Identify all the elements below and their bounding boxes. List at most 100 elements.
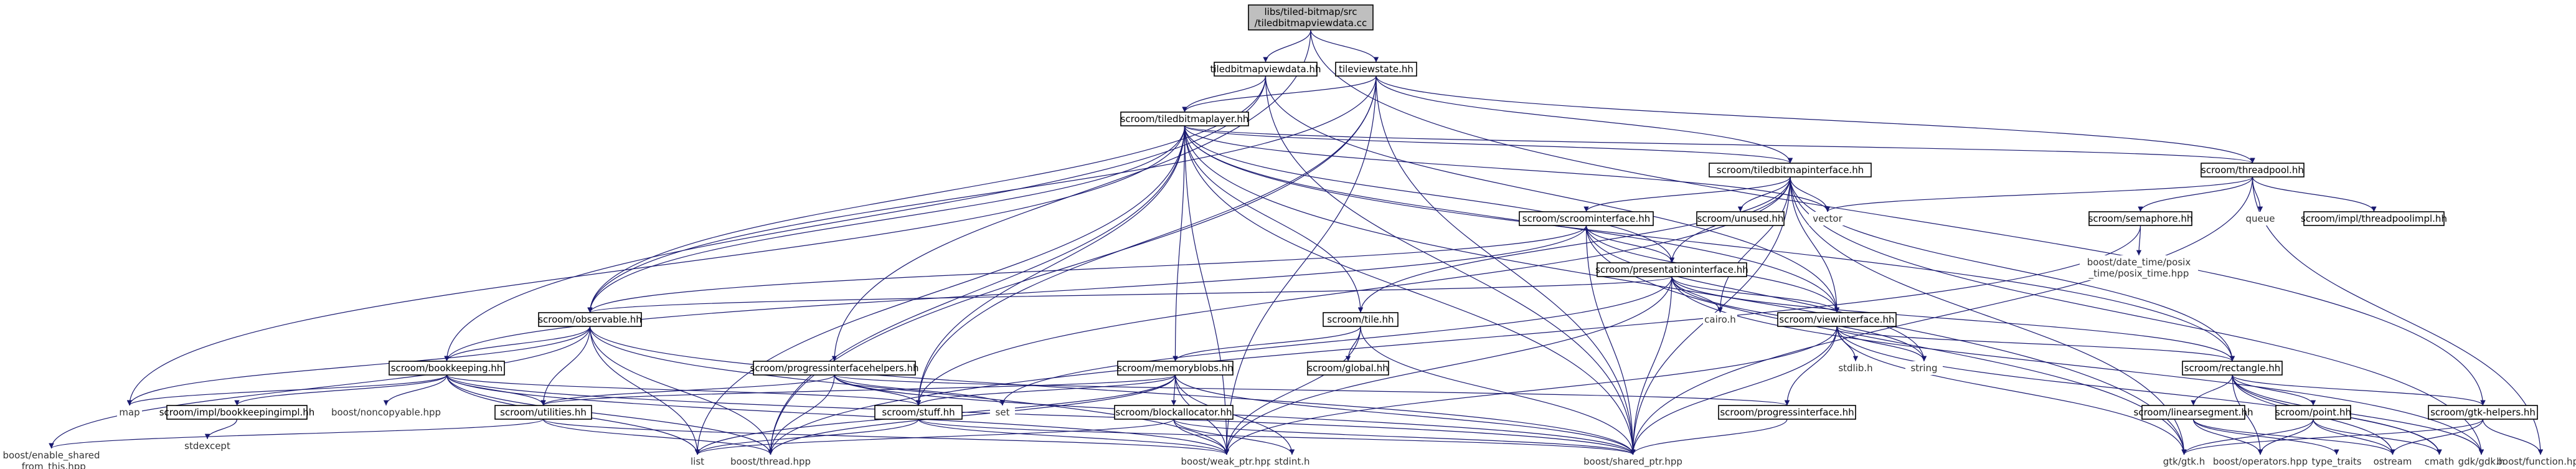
node-label: scroom/linearsegment.hh — [2134, 407, 2253, 418]
edge-rect-to-pt — [2232, 374, 2316, 406]
edge-si-to-bk — [444, 225, 1587, 362]
edge-pih-to-pif — [834, 374, 1790, 406]
edge-vi-to-gtkgtk — [1836, 326, 2187, 455]
node-label: vector — [1813, 213, 1842, 224]
node-label: queue — [2246, 213, 2275, 224]
edge-pi-to-bshared — [1630, 276, 1673, 455]
node-pih: scroom/progressinterfacehelpers.hh — [750, 361, 919, 376]
node-label: tiledbitmapviewdata.hh — [1210, 64, 1321, 75]
edge-pi-to-bweak — [1224, 276, 1673, 455]
edge-util-to-bweak — [542, 419, 1229, 455]
edge-tbi-to-cairo — [1717, 176, 1791, 313]
edge-tbl-to-map — [126, 125, 1186, 406]
node-bshared: boost/shared_ptr.hpp — [1578, 455, 1687, 468]
node-label: boost/noncopyable.hpp — [331, 407, 441, 418]
edge-tbl-to-bshared — [1184, 125, 1636, 455]
edge-balloc-to-stdint — [1173, 419, 1295, 455]
node-besft: boost/enable_shared_from_this.hpp — [0, 448, 103, 469]
edge-pif-to-bshared — [1630, 419, 1788, 455]
node-cairo: cairo.h — [1703, 313, 1737, 326]
edge-bk-to-bthread — [446, 374, 773, 455]
node-label: stdint.h — [1274, 456, 1309, 467]
node-pif: scroom/progressinterface.hh — [1718, 405, 1856, 420]
node-box — [2303, 211, 2445, 226]
node-box — [753, 361, 916, 376]
edge-vi-to-cmath — [1836, 326, 2442, 455]
edge-tbl-to-list — [694, 125, 1186, 455]
edge-vi-to-pif — [1784, 326, 1838, 406]
node-label: boost/enable_shared — [2, 450, 100, 462]
edge-mb-to-balloc — [1171, 374, 1177, 406]
edge-rect-to-gtkh — [2232, 374, 2486, 406]
node-box — [179, 439, 235, 453]
edge-obs-to-map — [126, 326, 591, 406]
edge-tvs-to-tbl — [1182, 75, 1377, 113]
edge-vi-to-string — [1836, 326, 1927, 362]
edge-tbi-to-gdkgdk — [1790, 176, 2484, 455]
edge-gtkh-to-bfunc — [2482, 419, 2544, 455]
node-sem: scroom/semaphore.hh — [2088, 211, 2193, 226]
edge-tbvd-to-tbl — [1182, 75, 1267, 113]
node-box — [1709, 163, 1872, 178]
edge-tp-to-bshared — [1630, 176, 2253, 455]
node-box — [1905, 361, 1943, 375]
edge-bk-to-map — [126, 374, 448, 406]
node-box — [1597, 262, 1747, 277]
node-box — [1307, 361, 1389, 376]
node-box — [2217, 455, 2304, 468]
edge-gtkh-to-gtkgtk — [2181, 419, 2484, 455]
node-label: scroom/presentationinterface.hh — [1595, 264, 1748, 275]
edge-gtkh-to-ostream — [2390, 419, 2484, 455]
node-list: list — [682, 455, 713, 468]
edge-root-to-tvs — [1310, 29, 1379, 63]
node-box — [682, 455, 713, 468]
node-gdkgdk: gdk/gdk.h — [2458, 455, 2505, 468]
edge-util-to-bthread — [542, 419, 773, 455]
node-cmath: cmath — [2422, 455, 2456, 468]
node-stdlib: stdlib.h — [1837, 361, 1874, 375]
node-label: string — [1910, 362, 1937, 374]
node-si: scroom/scroominterface.hh — [1519, 211, 1654, 226]
node-box — [2506, 455, 2575, 468]
edge-mb-to-bthread — [768, 374, 1176, 455]
node-label: scroom/impl/bookkeepingimpl.hh — [159, 407, 315, 418]
node-box — [2182, 361, 2283, 376]
edge-stuff-to-bweak — [918, 419, 1230, 455]
edge-si-to-bshared — [1585, 225, 1636, 455]
edge-mb-to-stdint — [1174, 374, 1295, 455]
node-box — [2460, 455, 2503, 468]
edge-bk-to-bshared — [446, 374, 1636, 455]
node-label: scroom/progressinterfacehelpers.hh — [750, 362, 919, 374]
node-tbvd: tiledbitmapviewdata.hh — [1210, 62, 1321, 77]
node-box — [874, 405, 963, 420]
edge-obs-to-bshared — [589, 326, 1636, 455]
node-obs: scroom/observable.hh — [538, 312, 642, 327]
node-label: stdexcept — [184, 440, 230, 452]
edge-tvs-to-bthread — [768, 75, 1377, 455]
edge-tbl-to-tbi — [1184, 125, 1793, 164]
node-balloc: scroom/blockallocator.hh — [1114, 405, 1234, 420]
edge-mb-to-stuff — [915, 374, 1176, 406]
node-global: scroom/global.hh — [1307, 361, 1389, 376]
edge-tp-to-tpi — [2252, 176, 2377, 212]
node-gtkh: scroom/gtk-helpers.hh — [2428, 405, 2538, 420]
edge-tbi-to-unused — [1737, 176, 1791, 212]
node-label: boost/date_time/posix — [2087, 257, 2191, 268]
edge-tbl-to-pi — [1184, 125, 1675, 263]
node-tvs: tileviewstate.hh — [1335, 62, 1417, 77]
node-box — [1703, 313, 1737, 326]
node-box — [117, 405, 142, 419]
node-label: tileviewstate.hh — [1339, 64, 1413, 75]
edge-tp-to-bfunc — [2252, 176, 2544, 455]
edge-pt-to-gtkgtk — [2181, 419, 2314, 455]
node-box — [2310, 455, 2363, 468]
edge-tbi-to-gtkgtk — [1790, 176, 2187, 455]
node-box — [1696, 211, 1785, 226]
node-tpi: scroom/impl/threadpoolimpl.hh — [2301, 211, 2447, 226]
node-label: scroom/semaphore.hh — [2088, 213, 2193, 224]
edge-stuff-to-list — [694, 419, 919, 455]
node-label: boost/weak_ptr.hpp — [1181, 456, 1272, 468]
node-label: gdk/gdk.h — [2458, 456, 2505, 467]
node-box — [1323, 312, 1399, 327]
node-label: boost/shared_ptr.hpp — [1583, 456, 1682, 468]
